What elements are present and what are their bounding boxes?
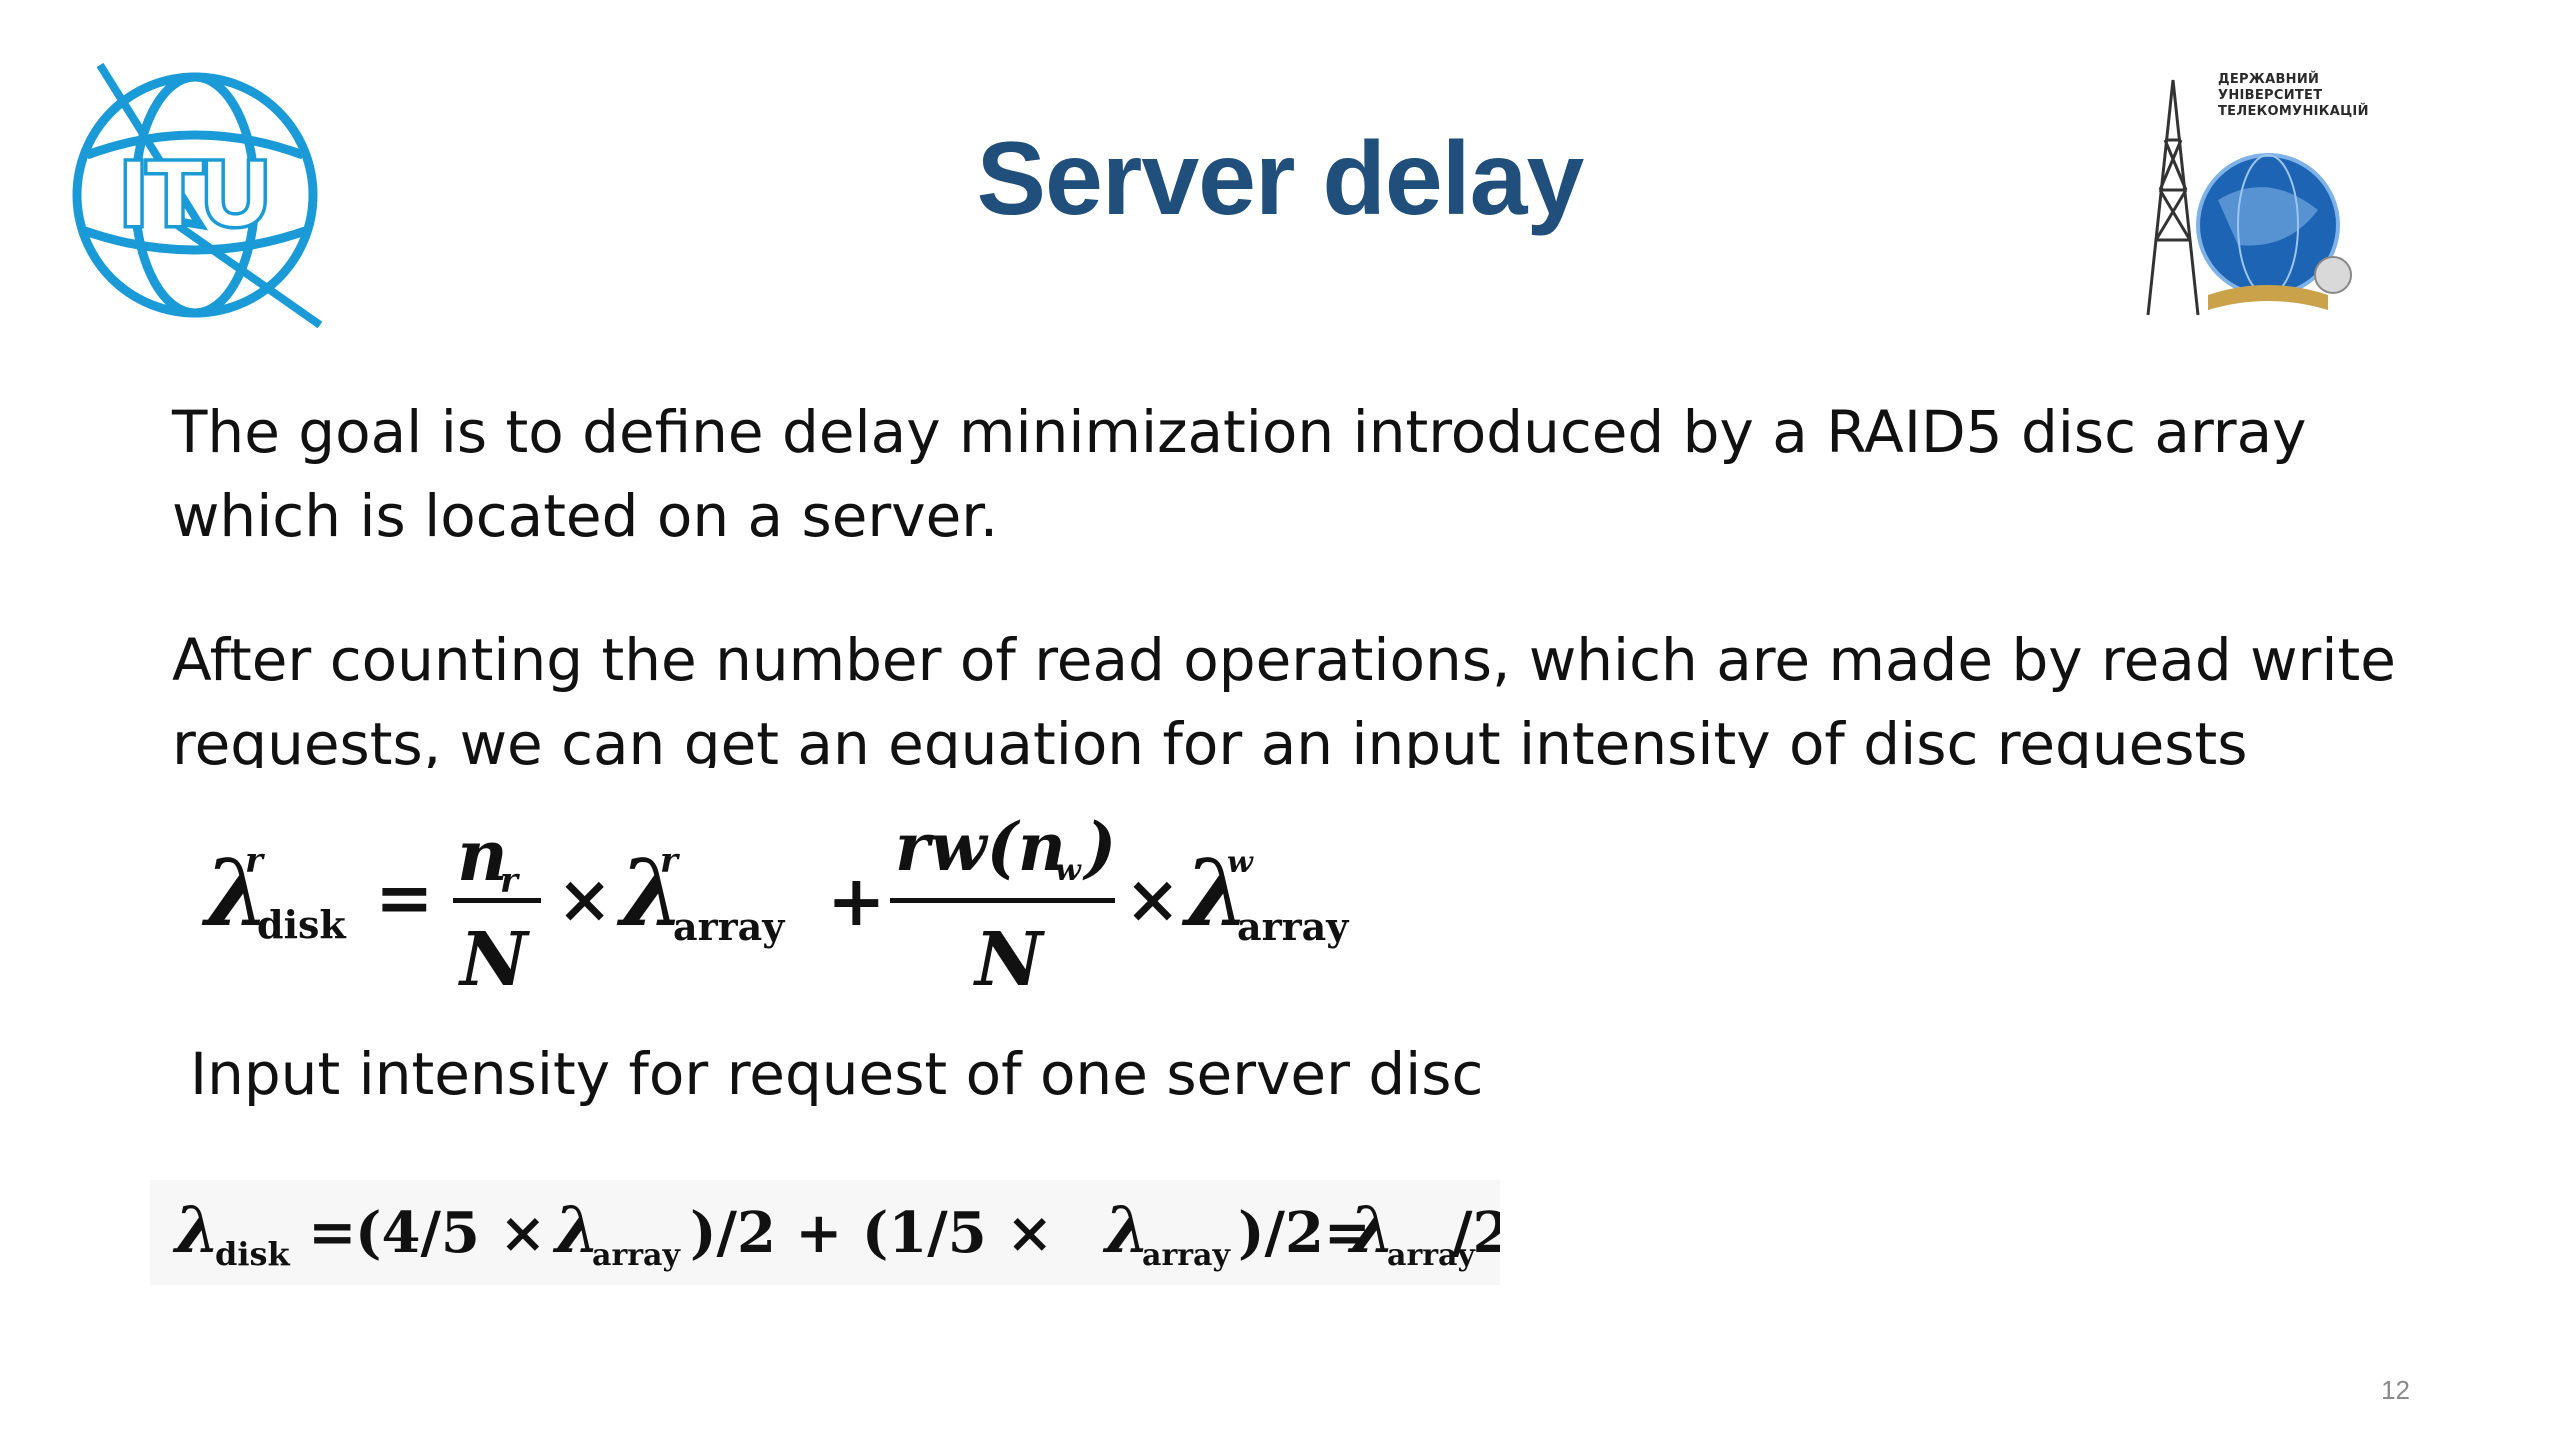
paragraph-counting-text: After counting the number of read operat… xyxy=(172,626,2396,768)
eq1-fraction-bar xyxy=(890,898,1115,903)
eq1-numerator-1-sub: r xyxy=(500,861,520,901)
eq1-sup: r xyxy=(245,841,265,881)
paragraph-counting: After counting the number of read operat… xyxy=(172,618,2432,768)
eq2-sub: array xyxy=(1387,1238,1476,1273)
page-number: 12 xyxy=(2381,1375,2410,1405)
radio-tower-icon xyxy=(2146,79,2200,316)
satellite-dish-icon xyxy=(2314,256,2352,294)
eq1-denominator-2: N xyxy=(973,917,1045,1003)
eq2-lambda: λ xyxy=(1102,1193,1150,1268)
eq1-fraction-bar xyxy=(453,898,541,903)
eq1-times: × xyxy=(1125,860,1180,938)
eq1-sub: array xyxy=(1237,904,1349,949)
equation-disk-intensity: λ r disk = n r N × λ r array + rw(n w ) … xyxy=(201,808,1349,1003)
eq1-lambda: λ xyxy=(201,839,270,947)
equation-single-disk: λ disk = (4/5 × λ array )/2 + (1/5 × λ a… xyxy=(172,1193,1500,1273)
eq1-numerator-2-sub: w xyxy=(1055,853,1082,888)
eq1-lambda: λ xyxy=(616,839,685,947)
eq2-sub: array xyxy=(1142,1238,1231,1273)
itu-logo-text: ITU xyxy=(121,143,269,245)
eq1-numerator-2: rw(n xyxy=(895,808,1066,886)
eq2-part: )/2 + (1/5 × xyxy=(690,1200,1053,1266)
eq2-lambda: λ xyxy=(1347,1193,1395,1268)
university-logo xyxy=(2146,79,2352,316)
equation-background xyxy=(150,1180,1500,1285)
slide-title: Server delay xyxy=(976,121,1585,237)
itu-logo: ITU xyxy=(72,62,323,329)
university-name-line: ТЕЛЕКОМУНІКАЦІЙ xyxy=(2218,104,2369,119)
eq1-sub: array xyxy=(673,904,785,949)
paragraph-goal: The goal is to define delay minimization… xyxy=(172,398,2307,550)
eq1-sup: r xyxy=(660,841,680,881)
eq1-lambda: λ xyxy=(1181,839,1250,947)
eq2-equals: = xyxy=(308,1198,357,1266)
eq1-times: × xyxy=(557,860,612,938)
eq2-sub: array xyxy=(592,1238,681,1273)
eq1-numerator-2-close: ) xyxy=(1082,808,1116,886)
eq1-numerator-1: n xyxy=(457,814,508,897)
university-name-line: ДЕРЖАВНИЙ xyxy=(2218,72,2320,87)
eq1-sub: disk xyxy=(257,902,346,947)
eq2-lambda: λ xyxy=(172,1193,220,1268)
eq1-sup: w xyxy=(1227,845,1254,880)
eq2-tail: /2 xyxy=(1452,1200,1500,1266)
eq1-denominator-1: N xyxy=(458,917,530,1003)
eq2-part: (4/5 × xyxy=(355,1200,546,1266)
university-name-line: УНІВЕРСИТЕТ xyxy=(2218,88,2323,103)
eq1-plus: + xyxy=(827,859,886,942)
formula-label: Input intensity for request of one serve… xyxy=(190,1040,1484,1108)
eq2-lambda: λ xyxy=(552,1193,600,1268)
eq2-sub: disk xyxy=(215,1235,291,1273)
eq1-equals: = xyxy=(375,856,434,939)
university-name: ДЕРЖАВНИЙ УНІВЕРСИТЕТ ТЕЛЕКОМУНІКАЦІЙ xyxy=(2218,72,2368,120)
itu-globe-icon xyxy=(72,62,323,329)
book-icon xyxy=(2208,285,2328,310)
eq2-part: )/2= xyxy=(1238,1200,1371,1266)
